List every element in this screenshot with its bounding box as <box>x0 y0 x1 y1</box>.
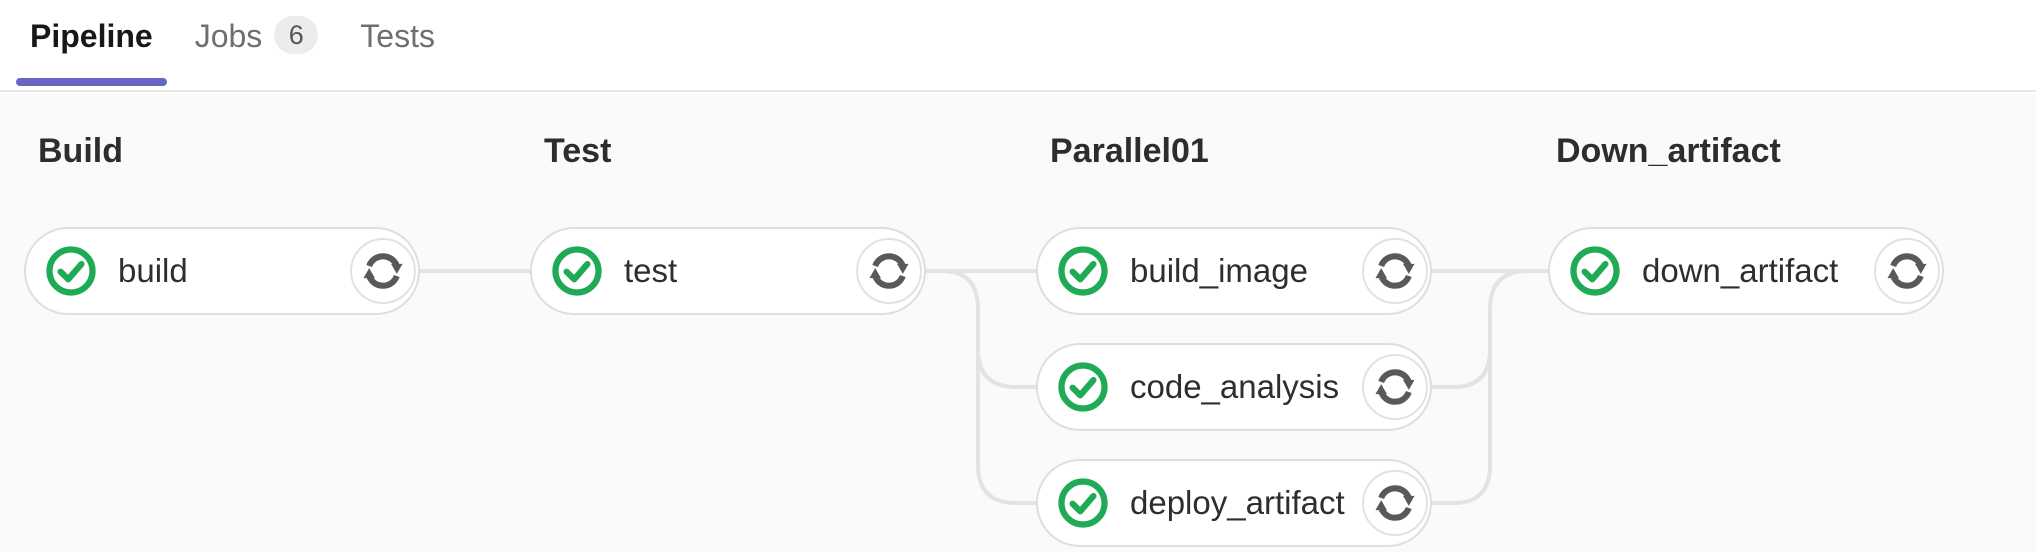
check-circle-icon <box>552 246 602 296</box>
job-pill-build[interactable]: build <box>24 227 420 315</box>
job-name: deploy_artifact <box>1130 484 1345 521</box>
job-name: code_analysis <box>1130 368 1340 405</box>
retry-icon <box>869 253 909 289</box>
retry-button[interactable] <box>1362 354 1428 420</box>
job-pill-deploy-artifact[interactable]: deploy_artifact <box>1036 459 1432 547</box>
tab-jobs-label: Jobs <box>194 18 263 54</box>
tab-pipeline[interactable]: Pipeline <box>16 0 167 90</box>
stage-title-down-artifact: Down_artifact <box>1556 132 1781 170</box>
retry-button[interactable] <box>1362 238 1428 304</box>
job-pill-down-artifact[interactable]: down_artifact <box>1548 227 1944 315</box>
job-pill-test[interactable]: test <box>530 227 926 315</box>
check-circle-icon <box>1058 246 1108 296</box>
pipeline-connector-lines <box>420 269 1548 505</box>
stage-title-build: Build <box>38 132 123 170</box>
check-circle-icon <box>1058 478 1108 528</box>
tab-tests-label: Tests <box>360 18 435 54</box>
check-circle-icon <box>46 246 96 296</box>
retry-icon <box>1887 253 1927 289</box>
retry-icon <box>1375 369 1415 405</box>
retry-button[interactable] <box>1874 238 1940 304</box>
stage-title-test: Test <box>544 132 612 170</box>
job-name: test <box>624 252 678 289</box>
retry-button[interactable] <box>1362 470 1428 536</box>
retry-button[interactable] <box>350 238 416 304</box>
retry-icon <box>1375 485 1415 521</box>
retry-icon <box>363 253 403 289</box>
retry-button[interactable] <box>856 238 922 304</box>
job-name: build_image <box>1130 252 1308 289</box>
tab-jobs[interactable]: Jobs 6 <box>181 0 333 90</box>
check-circle-icon <box>1058 362 1108 412</box>
job-pill-code-analysis[interactable]: code_analysis <box>1036 343 1432 431</box>
job-pill-build-image[interactable]: build_image <box>1036 227 1432 315</box>
check-circle-icon <box>1570 246 1620 296</box>
job-name: build <box>118 252 188 289</box>
retry-icon <box>1375 253 1415 289</box>
tab-tests[interactable]: Tests <box>346 0 449 90</box>
pipeline-tab-bar: Pipeline Jobs 6 Tests <box>0 0 2036 92</box>
jobs-count-badge: 6 <box>274 16 319 54</box>
tab-pipeline-label: Pipeline <box>30 18 153 54</box>
job-name: down_artifact <box>1642 252 1839 289</box>
pipeline-graph: Build Test Parallel01 Down_artifact buil… <box>0 94 2036 552</box>
stage-title-parallel01: Parallel01 <box>1050 132 1209 170</box>
